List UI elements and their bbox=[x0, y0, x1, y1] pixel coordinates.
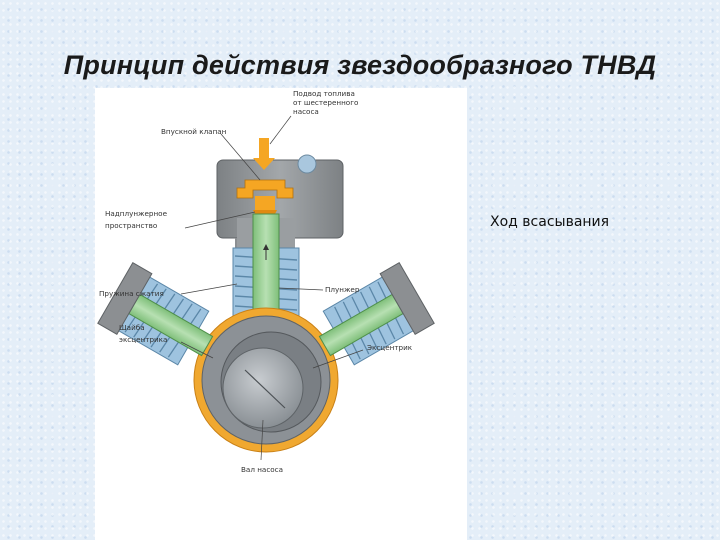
pump-shaft bbox=[222, 347, 304, 429]
leader-lines bbox=[180, 115, 364, 461]
pump-diagram: Подвод топлива от шестеренного насоса Вп… bbox=[95, 88, 467, 540]
lower-right-plunger-unit bbox=[97, 262, 214, 366]
label-fuel-supply-3: насоса bbox=[293, 107, 319, 116]
label-fuel-supply-1: Подвод топлива bbox=[293, 89, 355, 98]
label-inlet-valve: Впускной клапан bbox=[161, 127, 227, 136]
label-pump-shaft: Вал насоса bbox=[241, 465, 283, 474]
fuel-inlet-arrow-icon bbox=[253, 138, 275, 170]
label-above-plunger-1: Надплунжерное bbox=[105, 209, 168, 218]
label-plunger: Плунжер bbox=[325, 285, 360, 294]
label-eccentric-washer-2: эксцентрика bbox=[119, 335, 167, 344]
label-eccentric-washer-1: Шайба bbox=[119, 323, 145, 332]
label-fuel-supply-2: от шестеренного bbox=[293, 98, 358, 107]
lower-left-plunger-unit bbox=[318, 262, 435, 366]
pump-diagram-svg: Подвод топлива от шестеренного насоса Вп… bbox=[97, 89, 435, 474]
shaft-marker-line bbox=[244, 369, 286, 409]
slide-title: Принцип действия звездообразного ТНВД bbox=[63, 50, 657, 80]
label-compression-spring: Пружина сжатия bbox=[99, 289, 164, 298]
stroke-label: Ход всасывания bbox=[490, 214, 610, 230]
label-above-plunger-2: пространство bbox=[105, 221, 157, 230]
label-eccentric: Эксцентрик bbox=[367, 343, 413, 352]
